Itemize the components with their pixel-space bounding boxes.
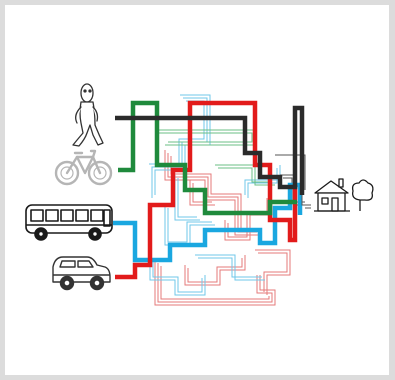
thin-blue-path (178, 178, 197, 217)
thin-red-path (193, 183, 212, 202)
thin-blue-path (245, 165, 280, 195)
bicycle-icon[interactable] (56, 151, 111, 184)
bus-icon[interactable] (26, 205, 112, 240)
car-icon[interactable] (53, 257, 110, 290)
walking-person-icon[interactable] (73, 84, 103, 146)
thin-blue-paths (149, 95, 280, 295)
thin-green-path (158, 133, 252, 142)
thin-blue-path (153, 258, 202, 292)
thin-green-path (155, 130, 255, 145)
maze-sheet (5, 5, 389, 375)
maze-canvas (5, 5, 389, 375)
thin-red-path (258, 253, 287, 292)
thin-blue-path (175, 175, 200, 220)
house-with-tree-icon[interactable] (314, 179, 373, 211)
